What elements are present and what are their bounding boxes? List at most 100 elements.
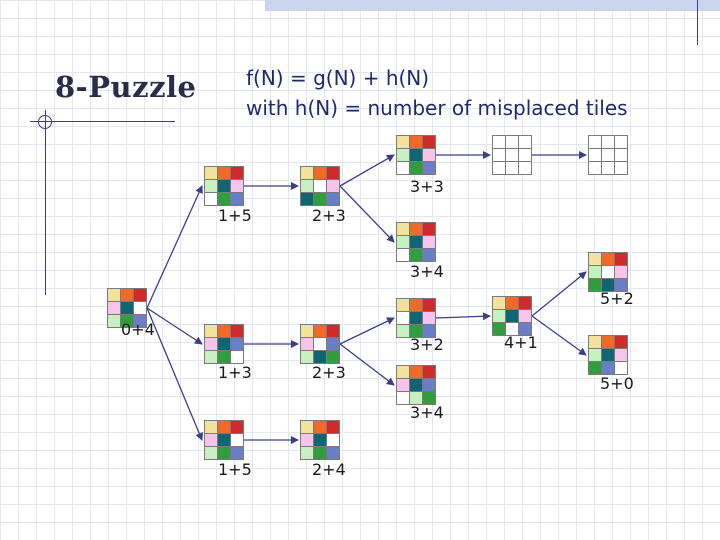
tile bbox=[327, 325, 339, 337]
tile bbox=[410, 312, 422, 324]
tile bbox=[410, 249, 422, 261]
tile bbox=[506, 149, 518, 161]
tile bbox=[410, 392, 422, 404]
tile bbox=[423, 299, 435, 311]
puzzle-state-root bbox=[107, 288, 147, 328]
node-label: 3+4 bbox=[410, 403, 444, 422]
tile bbox=[615, 149, 627, 161]
node-label: 2+4 bbox=[312, 460, 346, 479]
tile bbox=[410, 223, 422, 235]
tile bbox=[410, 299, 422, 311]
tile bbox=[218, 421, 230, 433]
tile bbox=[108, 302, 120, 314]
tile bbox=[602, 279, 614, 291]
tile bbox=[615, 279, 627, 291]
tile bbox=[231, 325, 243, 337]
tile bbox=[589, 279, 601, 291]
tile bbox=[231, 180, 243, 192]
tile bbox=[410, 325, 422, 337]
tile bbox=[519, 162, 531, 174]
puzzle-state-b2 bbox=[300, 324, 340, 364]
node-label: 5+0 bbox=[600, 374, 634, 393]
puzzle-state-b3 bbox=[300, 420, 340, 460]
tile bbox=[327, 193, 339, 205]
tile bbox=[218, 167, 230, 179]
tile bbox=[327, 180, 339, 192]
tile bbox=[602, 149, 614, 161]
tile bbox=[519, 310, 531, 322]
node-label: 1+5 bbox=[218, 206, 252, 225]
tile bbox=[589, 162, 601, 174]
tile bbox=[108, 289, 120, 301]
tile bbox=[410, 236, 422, 248]
tile bbox=[121, 302, 133, 314]
tile bbox=[615, 266, 627, 278]
tile bbox=[397, 149, 409, 161]
tile bbox=[314, 434, 326, 446]
tile bbox=[410, 162, 422, 174]
node-label: 3+2 bbox=[410, 335, 444, 354]
tile bbox=[314, 351, 326, 363]
tile bbox=[218, 180, 230, 192]
tile bbox=[506, 310, 518, 322]
tile bbox=[327, 447, 339, 459]
tile bbox=[423, 149, 435, 161]
tile bbox=[602, 362, 614, 374]
tree-edge bbox=[531, 315, 587, 356]
tile bbox=[327, 351, 339, 363]
top-accent-bar bbox=[265, 0, 720, 11]
right-accent-line bbox=[697, 0, 698, 45]
tile bbox=[602, 266, 614, 278]
tile bbox=[615, 136, 627, 148]
accent-circle bbox=[38, 115, 52, 129]
tile bbox=[423, 236, 435, 248]
node-label: 2+3 bbox=[312, 363, 346, 382]
tile bbox=[301, 325, 313, 337]
tile bbox=[205, 447, 217, 459]
formula-line: f(N) = g(N) + h(N) bbox=[246, 66, 430, 90]
tile bbox=[602, 162, 614, 174]
tile bbox=[493, 136, 505, 148]
tile bbox=[602, 336, 614, 348]
puzzle-state-e3 bbox=[588, 335, 628, 375]
tile bbox=[314, 167, 326, 179]
tile bbox=[519, 136, 531, 148]
puzzle-state-d2 bbox=[492, 296, 532, 336]
node-label: 4+1 bbox=[504, 333, 538, 352]
tile bbox=[301, 338, 313, 350]
tile bbox=[134, 302, 146, 314]
tile bbox=[602, 253, 614, 265]
tile bbox=[397, 136, 409, 148]
tile bbox=[218, 434, 230, 446]
tile bbox=[397, 249, 409, 261]
tile bbox=[231, 193, 243, 205]
tile bbox=[397, 299, 409, 311]
tile bbox=[231, 434, 243, 446]
tile bbox=[301, 447, 313, 459]
slide-title: 8-Puzzle bbox=[55, 70, 197, 104]
tile bbox=[423, 366, 435, 378]
tile bbox=[205, 193, 217, 205]
tile bbox=[327, 338, 339, 350]
node-label: 2+3 bbox=[312, 206, 346, 225]
tile bbox=[231, 351, 243, 363]
tile bbox=[589, 362, 601, 374]
tile bbox=[423, 136, 435, 148]
tile bbox=[397, 366, 409, 378]
tile bbox=[410, 379, 422, 391]
tile bbox=[231, 167, 243, 179]
tile bbox=[108, 315, 120, 327]
tile bbox=[218, 351, 230, 363]
tile bbox=[423, 312, 435, 324]
tile bbox=[218, 325, 230, 337]
tile bbox=[493, 310, 505, 322]
tile bbox=[615, 162, 627, 174]
tile bbox=[493, 297, 505, 309]
puzzle-state-c2 bbox=[396, 222, 436, 262]
tree-edge bbox=[339, 185, 395, 243]
tile bbox=[134, 289, 146, 301]
tree-edge bbox=[146, 307, 203, 441]
tile bbox=[301, 167, 313, 179]
tile bbox=[589, 349, 601, 361]
